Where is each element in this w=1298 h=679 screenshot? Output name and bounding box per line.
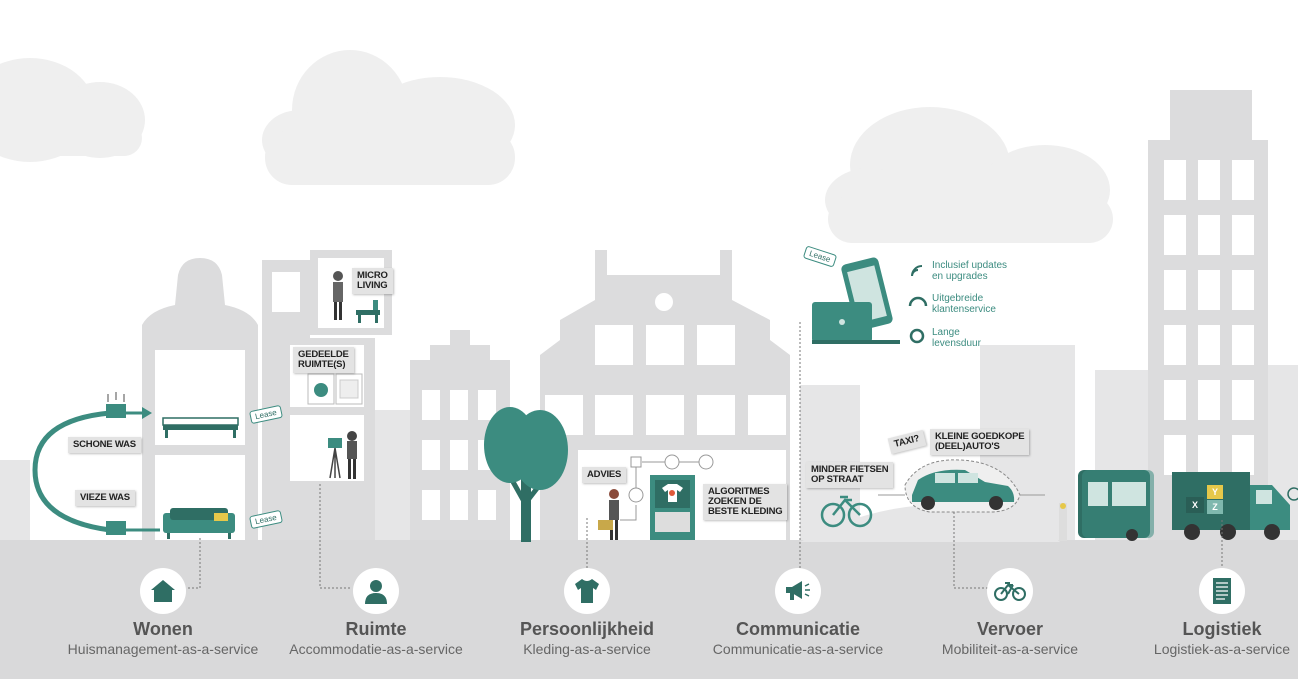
category-subtitle: Mobiliteit-as-a-service [941, 641, 1079, 657]
box-y: Y [1207, 485, 1223, 499]
house-icon [140, 568, 186, 614]
micro-living-label: MICRO LIVING [352, 268, 393, 294]
tree [484, 407, 568, 542]
refresh-icon [909, 328, 925, 344]
category-logistiek[interactable]: Logistiek Logistiek-as-a-service [1122, 568, 1298, 657]
category-subtitle: Logistiek-as-a-service [1153, 641, 1291, 657]
box-x: X [1186, 497, 1204, 513]
small-cars-label: KLEINE GOEDKOPE (DEEL)AUTO'S [930, 429, 1030, 455]
washing-machines [307, 373, 363, 405]
category-persoonlijkheid[interactable]: Persoonlijkheid Kleding-as-a-service [487, 568, 687, 657]
house-persoonlijkheid-left [410, 330, 510, 540]
person-icon [353, 568, 399, 614]
megaphone-icon [775, 568, 821, 614]
dirty-laundry-label: VIEZE WAS [75, 490, 135, 506]
tshirt-icon [564, 568, 610, 614]
feature-long-life: Lange levensduur [932, 327, 981, 349]
bridge [800, 504, 1060, 542]
clean-laundry-label: SCHONE WAS [68, 437, 141, 453]
traffic-light [1059, 503, 1067, 541]
shopper [598, 489, 619, 540]
shared-space-label: GEDEELDE RUIMTE(S) [293, 347, 354, 373]
category-communicatie[interactable]: Communicatie Communicatie-as-a-service [698, 568, 898, 657]
clothing-kiosk [650, 475, 695, 540]
cloud-right [825, 107, 1113, 243]
category-subtitle: Communicatie-as-a-service [712, 641, 884, 657]
category-title: Vervoer [976, 619, 1044, 639]
category-title: Logistiek [1182, 619, 1262, 639]
dirty-basket-icon [106, 521, 126, 535]
bus [1078, 470, 1154, 541]
clouds [0, 50, 1113, 243]
phone-laptop [812, 257, 900, 344]
kiosk-connectors [620, 454, 714, 521]
advice-label: ADVIES [582, 467, 627, 483]
feature-updates: Inclusief updates en upgrades [932, 260, 1008, 282]
cloud-left [0, 58, 145, 162]
category-subtitle: Kleding-as-a-service [523, 641, 651, 657]
feature-icons [908, 265, 928, 344]
laundry-cycle [32, 392, 160, 535]
category-title: Persoonlijkheid [519, 619, 655, 639]
bed [162, 417, 239, 438]
cloud-center [262, 50, 515, 185]
category-ruimte[interactable]: Ruimte Accommodatie-as-a-service [276, 568, 476, 657]
sofa [163, 508, 235, 539]
document-icon [1199, 568, 1245, 614]
micro-living-scene [333, 271, 380, 323]
bicycle-icon [987, 568, 1033, 614]
category-subtitle: Huismanagement-as-a-service [67, 641, 259, 657]
house-wonen [142, 258, 258, 540]
category-title: Ruimte [345, 619, 407, 639]
category-vervoer[interactable]: Vervoer Mobiliteit-as-a-service [910, 568, 1110, 657]
signal-icon [911, 265, 923, 277]
clean-basket-icon [106, 404, 126, 418]
category-title: Communicatie [735, 619, 861, 639]
category-wonen[interactable]: Wonen Huismanagement-as-a-service [63, 568, 263, 657]
bicycle [820, 495, 873, 528]
feature-customer-service: Uitgebreide klantenservice [932, 293, 996, 315]
leader-lines [186, 322, 1223, 589]
algorithms-label: ALGORITMES ZOEKEN DE BESTE KLEDING [703, 484, 788, 520]
headset-icon [908, 296, 928, 307]
fewer-bikes-label: MINDER FIETSEN OP STRAAT [806, 462, 894, 488]
car [904, 459, 1021, 513]
category-subtitle: Accommodatie-as-a-service [289, 641, 463, 657]
photographer [328, 431, 357, 479]
box-z: Z [1207, 500, 1223, 514]
category-title: Wonen [133, 619, 193, 639]
ground [0, 540, 1298, 679]
truck [1172, 472, 1298, 540]
